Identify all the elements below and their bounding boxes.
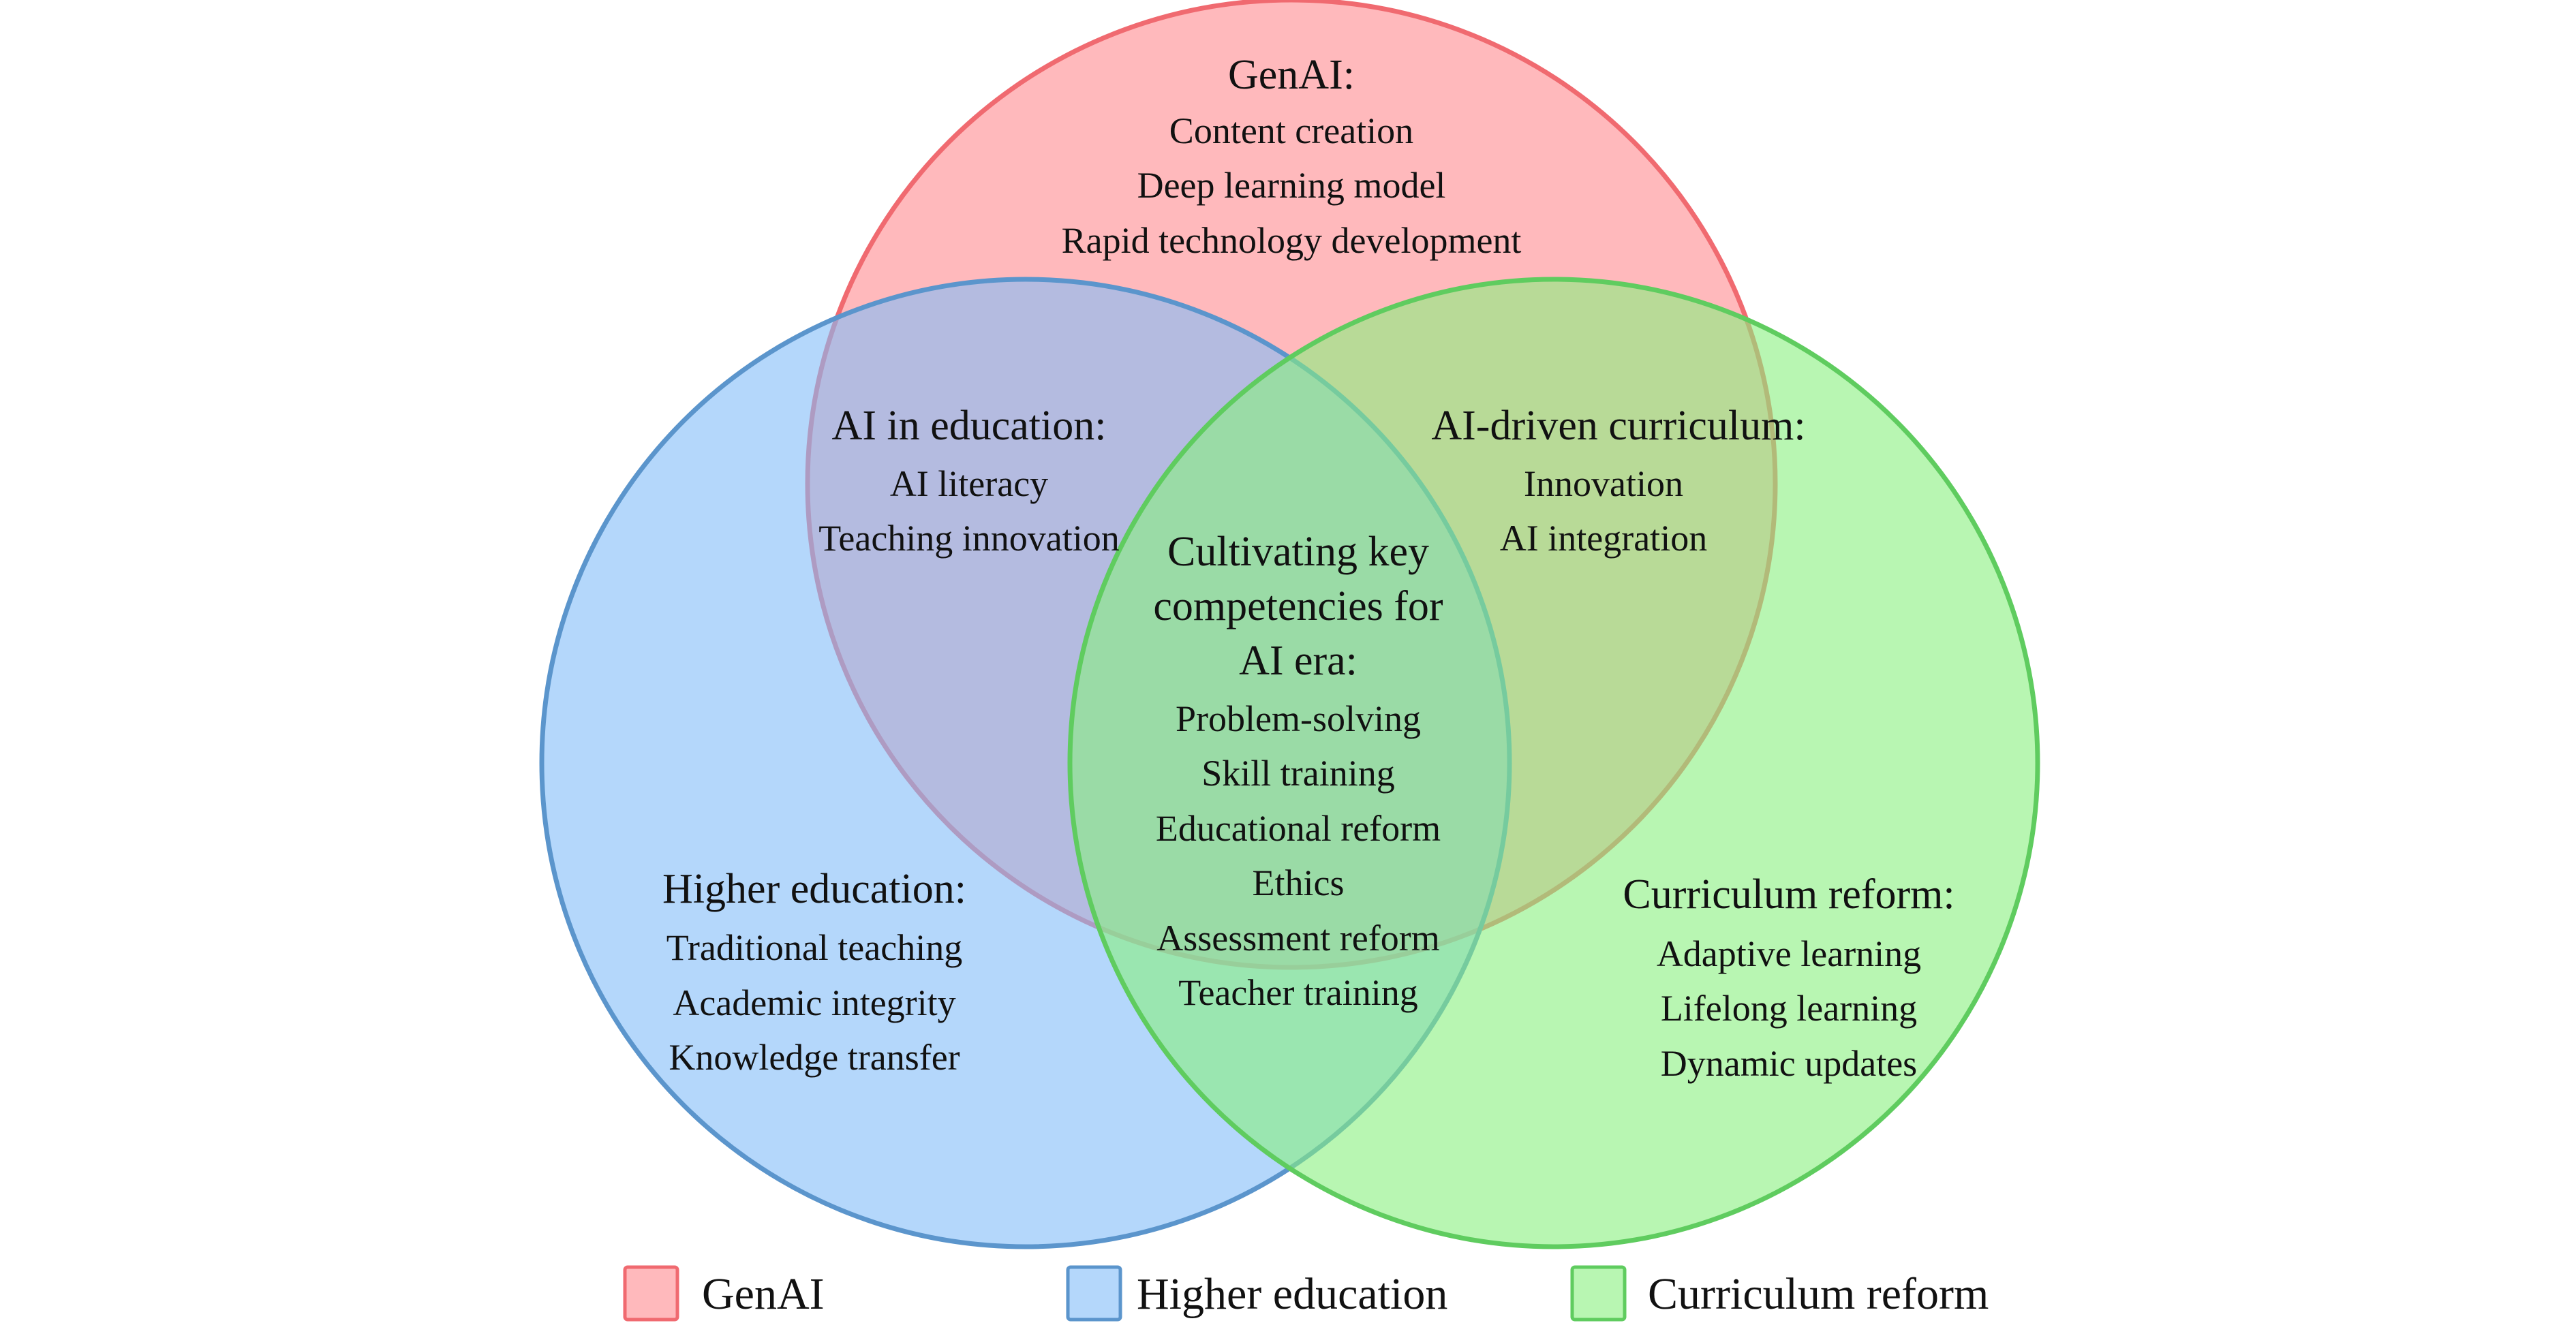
legend-label-genai: GenAI [702, 1269, 825, 1319]
ai-in-education-item: AI literacy [890, 463, 1048, 504]
higher-education-title: Higher education: [662, 866, 966, 912]
curriculum-reform-item: Lifelong learning [1661, 988, 1917, 1029]
legend-swatch-curriculum-reform [1570, 1265, 1627, 1322]
curriculum-reform-item: Adaptive learning [1657, 933, 1921, 974]
genai-title: GenAI: [1228, 52, 1355, 98]
curriculum-reform-title: Curriculum reform: [1623, 871, 1954, 918]
higher-education-item: Academic integrity [673, 982, 955, 1023]
curriculum-reform-circle [1067, 277, 2040, 1249]
ai-driven-curriculum-title: AI-driven curriculum: [1431, 403, 1805, 449]
legend-label-higher-education: Higher education [1137, 1269, 1447, 1319]
center-item: Assessment reform [1156, 918, 1439, 959]
center-item: Educational reform [1156, 808, 1441, 849]
genai-item: Rapid technology development [1062, 220, 1522, 261]
legend-swatch-genai [623, 1265, 679, 1322]
legend-label-curriculum-reform: Curriculum reform [1648, 1269, 1989, 1319]
legend: GenAI Higher education Curriculum reform [623, 1265, 1989, 1322]
center-item: Ethics [1253, 862, 1345, 903]
genai-item: Deep learning model [1137, 165, 1446, 206]
center-title-line: Cultivating key [1167, 529, 1429, 575]
higher-education-item: Knowledge transfer [669, 1037, 960, 1078]
curriculum-reform-item: Dynamic updates [1661, 1043, 1917, 1084]
ai-driven-curriculum-item: AI integration [1500, 518, 1707, 559]
center-item: Skill training [1201, 753, 1395, 794]
center-item: Problem-solving [1176, 698, 1421, 739]
genai-item: Content creation [1169, 110, 1413, 151]
legend-swatch-higher-education [1066, 1265, 1122, 1322]
center-title-line: competencies for [1153, 583, 1443, 629]
ai-driven-curriculum-item: Innovation [1524, 463, 1683, 504]
higher-education-item: Traditional teaching [666, 927, 962, 968]
center-title-line: AI era: [1239, 638, 1358, 684]
ai-in-education-item: Teaching innovation [818, 518, 1120, 559]
center-item: Teacher training [1178, 972, 1418, 1013]
ai-in-education-title: AI in education: [832, 403, 1107, 449]
